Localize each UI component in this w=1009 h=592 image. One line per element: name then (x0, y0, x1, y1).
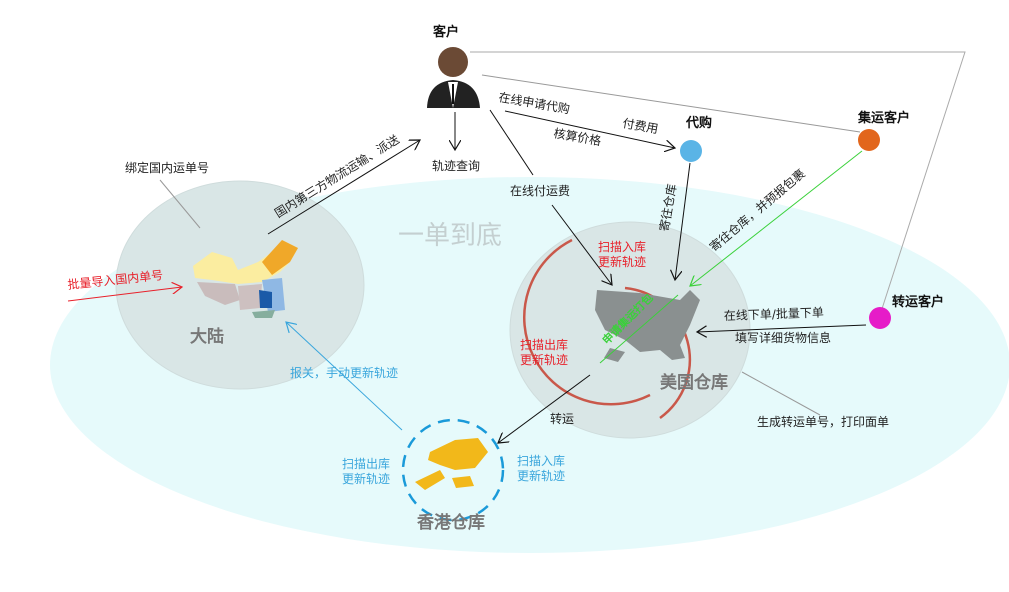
daigou-label: 代购 (685, 115, 712, 131)
hk-map-icon (415, 438, 488, 490)
customer-jiyun-line (481, 74, 861, 133)
hk-scan-in-label: 扫描入库 (517, 453, 565, 468)
apply-daigou-label: 在线申请代购 (497, 89, 571, 116)
hk-scan-out-label-2: 更新轨迹 (342, 471, 390, 486)
hk-zone (401, 418, 505, 522)
jiyun-node[interactable] (858, 129, 880, 151)
us-warehouse-label[interactable]: 美国仓库 (660, 372, 728, 393)
customs-label: 报关，手动更新轨迹 (290, 365, 398, 380)
bind-domestic-label: 绑定国内运单号 (125, 160, 209, 175)
transship-arrow (498, 374, 591, 443)
check-price-label: 核算价格 (552, 125, 602, 148)
send-warehouse-arrow (675, 162, 691, 280)
pay-shipping-line (489, 109, 534, 176)
bind-pointer (159, 179, 201, 229)
mainland-label[interactable]: 大陆 (190, 326, 224, 347)
jiyun-label: 集运客户 (857, 110, 910, 126)
apply-pack-line (599, 294, 679, 364)
batch-import-arrow (67, 287, 182, 302)
order-online-label: 在线下单/批量下单 (724, 305, 825, 323)
china-map-icon (193, 240, 298, 318)
zhuanyun-label: 转运客户 (892, 294, 944, 310)
jiyun-arrow (690, 150, 863, 286)
gen-number-label: 生成转运单号，打印面单 (757, 414, 889, 429)
track-query-label: 轨迹查询 (432, 159, 480, 173)
hk-scan-in-label-2: 更新轨迹 (517, 468, 565, 483)
us-map-icon (595, 290, 700, 362)
us-scan-in-label-2: 更新轨迹 (598, 254, 646, 269)
customs-arrow (286, 322, 403, 431)
customer-connector (470, 51, 966, 316)
us-scan-out-label: 扫描出库 (520, 337, 568, 352)
zhuanyun-arrow (697, 324, 867, 332)
customer-avatar-icon[interactable] (427, 47, 480, 108)
daigou-node[interactable] (680, 140, 702, 162)
us-scan-out-label-2: 更新轨迹 (520, 352, 568, 367)
hk-warehouse-label[interactable]: 香港仓库 (417, 512, 485, 533)
us-scan-in-label: 扫描入库 (598, 239, 646, 254)
transship-label: 转运 (550, 411, 574, 426)
mainland-zone (115, 180, 365, 390)
watermark-title: 一单到底 (398, 221, 502, 251)
customer-label: 客户 (433, 24, 459, 40)
pay-shipping-arrow (551, 204, 612, 285)
hk-scan-out-label: 扫描出库 (342, 456, 390, 471)
pay-shipping-label: 在线付运费 (510, 184, 570, 198)
scan-arc-left (523, 238, 651, 406)
daigou-arrow (504, 110, 675, 148)
domestic-arrow (267, 140, 420, 235)
fill-info-label: 填写详细货物信息 (735, 330, 831, 345)
zhuanyun-node[interactable] (869, 307, 891, 329)
pay-fee-label: 付费用 (621, 116, 659, 136)
gen-pointer (741, 371, 821, 416)
